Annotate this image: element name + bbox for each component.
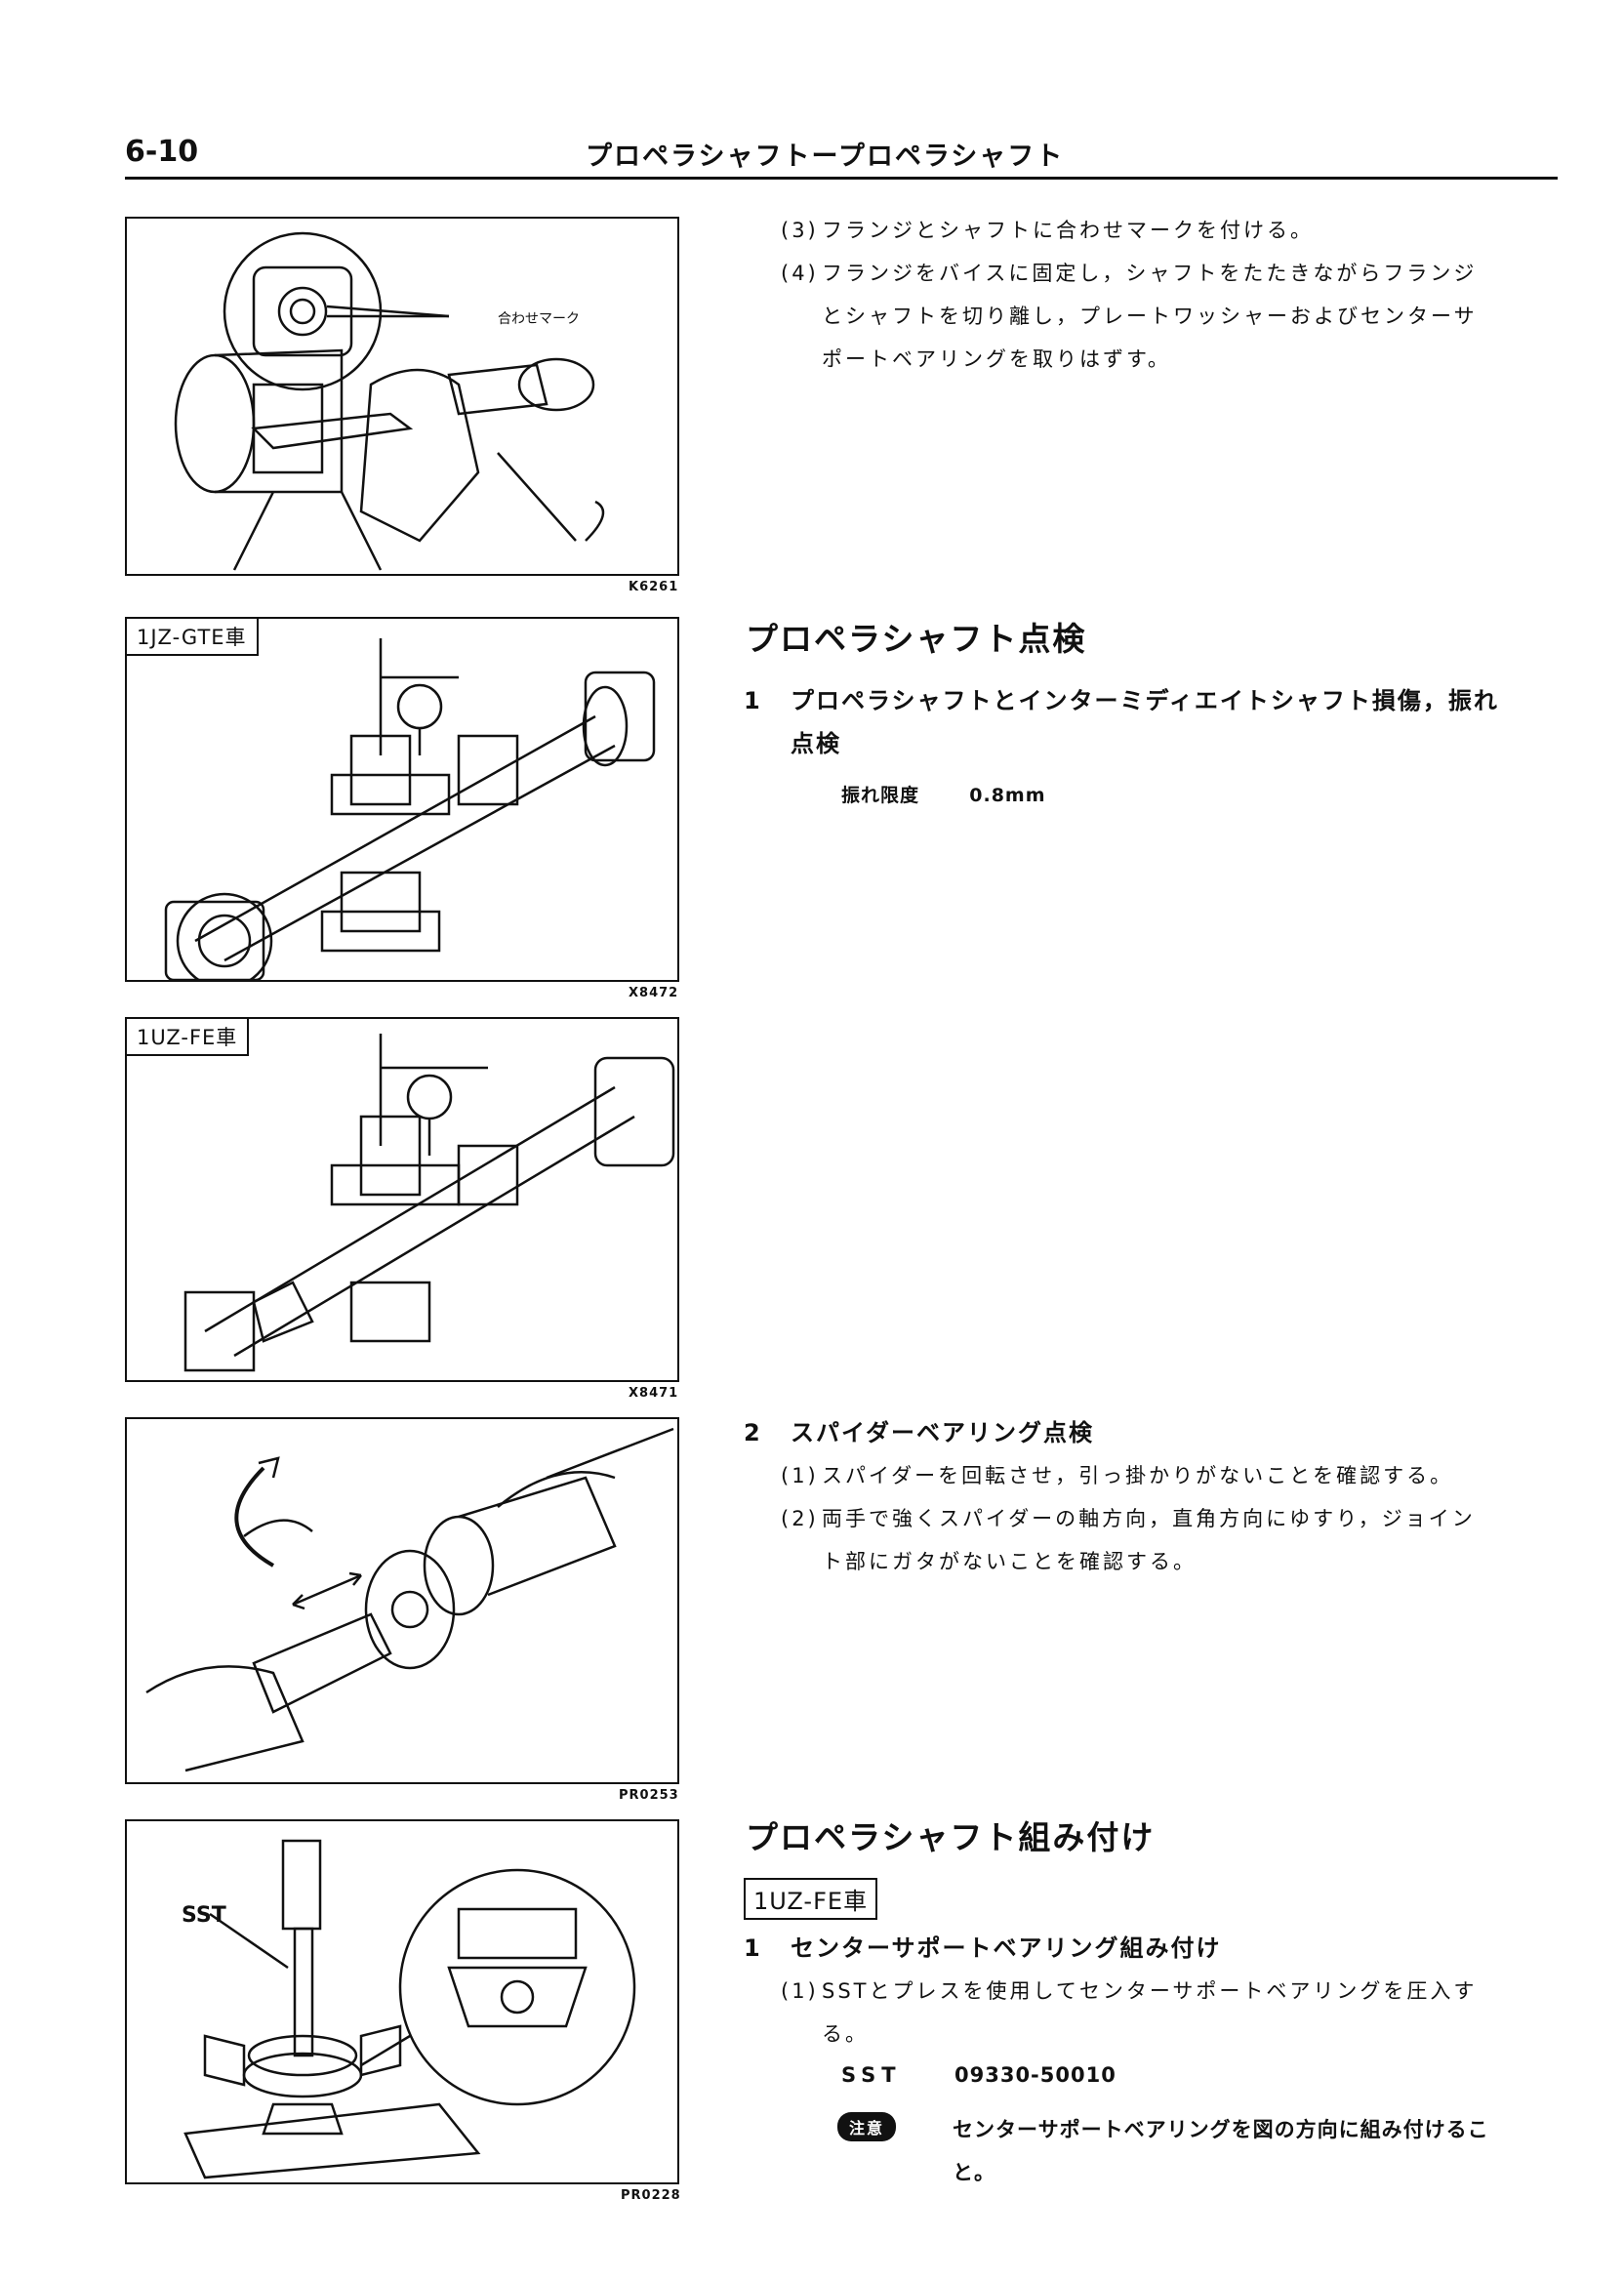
engine-label-1uz: 1UZ-FE車 [127,1019,250,1056]
figure-code: X8471 [629,1386,679,1401]
figure-runout-1uz: 1UZ-FE車 [125,1017,679,1382]
note-badge: 注意 [837,2112,897,2141]
step-number: (2) [781,1507,819,1530]
item-title: スパイダーベアリング点検 [791,1419,1095,1446]
step-text-line: SSTとプレスを使用してセンターサポートベアリングを圧入す [822,1979,1478,2003]
removal-step-4: (4)フランジをバイスに固定し，シャフトをたたきながらフランジ とシャフトを切り… [781,252,1478,381]
step-text-line: る。 [822,2022,869,2046]
figure-code: PR0253 [619,1788,679,1803]
step-text-line: とシャフトを切り離し，プレートワッシャーおよびセンターサ [822,305,1478,328]
match-mark-illustration [174,231,605,571]
item-number: 2 [744,1419,762,1446]
step-number: (1) [781,1979,819,2003]
sst-spec: SST 09330-50010 [841,2063,1116,2087]
engine-label-1jz: 1JZ-GTE車 [127,619,259,656]
step-text-line: フランジをバイスに固定し，シャフトをたたきながらフランジ [822,262,1478,285]
page-number: 6-10 [125,135,199,169]
figure-runout-1jz: 1JZ-GTE車 [125,617,679,982]
match-mark-callout: 合わせマーク [498,311,580,327]
engine-label-box: 1UZ-FE車 [744,1878,878,1920]
sst-label: SST [841,2063,902,2087]
header-rule [125,177,1558,180]
runout-limit: 振れ限度 0.8mm [841,781,1046,807]
assembly-item-1: 1 センターサポートベアリング組み付け [744,1927,1222,1970]
runout-1jz-illustration [164,638,656,980]
removal-step-3: (3)フランジとシャフトに合わせマークを付ける。 [781,209,1314,252]
section-title-inspection: プロペラシャフト点検 [746,620,1087,658]
spider-step-2: (2)両手で強くスパイダーの軸方向，直角方向にゆすり，ジョイン ト部にガタがない… [781,1497,1476,1583]
step-text: フランジとシャフトに合わせマークを付ける。 [822,219,1314,242]
step-text-line: ト部にガタがないことを確認する。 [822,1550,1197,1573]
spec-label: 振れ限度 [841,785,920,806]
figure-code: X8472 [629,986,679,1000]
step-number: (4) [781,262,819,285]
note-line: センターサポートベアリングを図の方向に組み付けるこ [953,2118,1489,2141]
item-title-line: プロペラシャフトとインターミディエイトシャフト損傷，振れ [791,687,1499,714]
section-title-assembly: プロペラシャフト組み付け [746,1818,1156,1856]
sst-callout: SST [182,1903,226,1928]
note-line: と。 [953,2161,995,2184]
item-title: センターサポートベアリング組み付け [791,1934,1222,1962]
spider-bearing-illustration [145,1427,674,1772]
sst-value: 09330-50010 [954,2063,1116,2087]
figure-code: PR0228 [621,2188,681,2203]
step-number: (3) [781,219,819,242]
sst-press-illustration [183,1839,636,2179]
item-number: 1 [744,687,762,714]
item-number: 1 [744,1934,762,1962]
spec-value: 0.8mm [969,785,1046,806]
figure-code: K6261 [629,580,679,594]
step-number: (1) [781,1464,819,1487]
spider-step-1: (1)スパイダーを回転させ，引っ掛かりがないことを確認する。 [781,1454,1453,1497]
item-title-line: 点検 [791,730,841,757]
page-title: プロペラシャフトープロペラシャフト [586,142,1065,172]
note-text: センターサポートベアリングを図の方向に組み付けるこ と。 [953,2108,1489,2194]
inspection-item-2: 2 スパイダーベアリング点検 [744,1411,1094,1454]
figure-sst-press: SST [125,1819,679,2184]
assembly-step-1: (1)SSTとプレスを使用してセンターサポートベアリングを圧入す る。 [781,1970,1477,2056]
step-text-line: 両手で強くスパイダーの軸方向，直角方向にゆすり，ジョイン [822,1507,1476,1530]
step-text-line: スパイダーを回転させ，引っ掛かりがないことを確認する。 [822,1464,1454,1487]
figure-spider-bearing [125,1417,679,1784]
step-text-line: ポートベアリングを取りはずす。 [822,347,1171,371]
figure-match-mark: 合わせマーク [125,217,679,576]
inspection-item-1: 1 プロペラシャフトとインターミディエイトシャフト損傷，振れ 点検 [744,679,1499,765]
runout-1uz-illustration [183,1034,675,1372]
